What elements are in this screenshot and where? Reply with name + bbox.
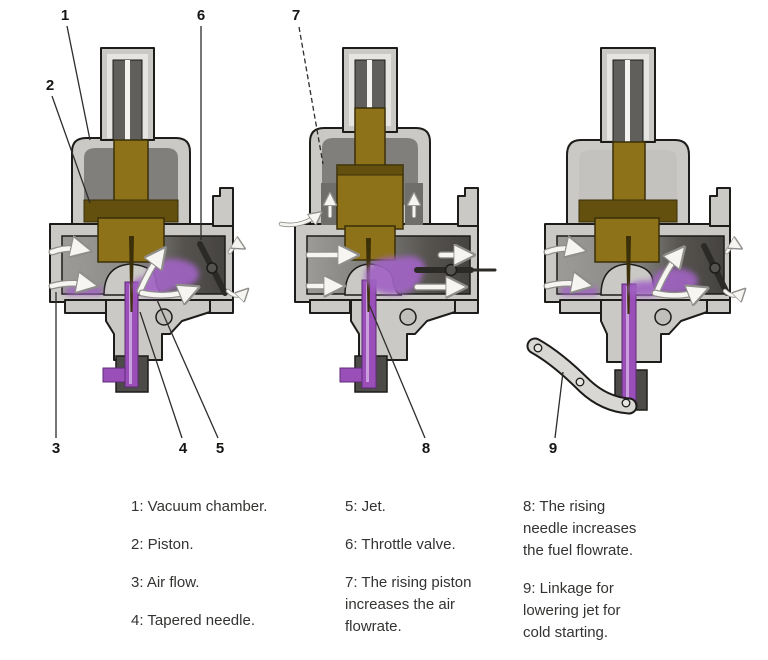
right-flange-hook [709,187,731,227]
piston [578,141,678,263]
callout-5: 5 [156,299,224,457]
piston-crown [336,164,404,176]
carburetor-diagram-piston-down: 1 2 6 3 4 5 [46,7,260,457]
damper-cap [100,47,155,141]
fuel-jet [102,281,139,388]
left-step [309,299,351,314]
lower-flange [105,299,211,361]
callout-5-number: 5 [216,440,224,457]
carburetor-diagram-choke-linkage: 9 [526,47,760,457]
legend-column-3: 8: The rising needle increases the fuel … [523,496,649,660]
right-flange-hook [212,187,234,227]
legend-column-2: 5: Jet. 6: Throttle valve. 7: The rising… [345,496,497,654]
tapered-needle [129,236,134,312]
lower-flange [350,299,456,361]
legend-item-tapered-needle: 4: Tapered needle. [131,612,255,629]
legend-item-air-flow: 3: Air flow. [131,574,200,591]
piston-raised [336,107,404,261]
lower-flange [600,299,708,363]
legend-item-jet: 5: Jet. [345,498,386,515]
callout-8: 8 [367,301,430,457]
carburetor-diagram-piston-raised: 7 8 [278,7,497,457]
left-step [559,299,603,314]
callout-4-number: 4 [179,440,188,457]
throttle-spindle [709,262,721,274]
legend-item-vacuum-chamber: 1: Vacuum chamber. [131,498,268,515]
fuel-feed-pipe [102,367,126,383]
callout-1-number: 1 [61,7,69,24]
legend-item-rising-needle: 8: The rising needle increases the fuel … [523,498,637,559]
legend-item-piston: 2: Piston. [131,536,194,553]
callout-6: 6 [197,7,205,240]
throttle-spindle [444,263,458,277]
callout-3-number: 3 [52,440,60,457]
fuel-feed-pipe [339,367,363,383]
lever-pivot-hole [621,398,631,408]
tapered-needle [626,236,631,314]
callout-7-number: 7 [292,7,300,24]
fuel-spray-cloud [365,256,425,295]
lever-pivot-hole [533,343,543,353]
callout-4: 4 [139,311,188,457]
damper-rod-highlight [367,60,372,110]
jet-highlight [129,284,132,384]
damper-cap [600,47,656,143]
legend-item-rising-piston: 7: The rising piston increases the air f… [345,574,472,635]
callout-7: 7 [292,7,324,165]
air-flow-arrows [543,246,743,296]
damper-rod-highlight [625,60,630,142]
callout-2-number: 2 [46,77,54,94]
choke-linkage-lever [526,337,638,415]
left-step [64,299,108,314]
jet-highlight [626,286,629,398]
lever-pivot-hole [575,377,585,387]
bolt-hole [654,308,672,326]
throttle-spindle [206,262,218,274]
callout-9: 9 [549,371,564,457]
legend-item-choke-linkage: 9: Linkage for lowering jet for cold sta… [523,580,621,641]
jet-highlight [366,282,369,382]
legend-item-throttle-valve: 6: Throttle valve. [345,536,456,553]
bolt-hole [399,308,417,326]
callout-9-number: 9 [549,440,557,457]
callout-3: 3 [52,292,60,457]
callout-2: 2 [46,77,91,204]
damper-rod-highlight [125,60,130,140]
right-flange-hook [457,187,479,227]
callout-8-number: 8 [422,440,430,457]
throttle-valve [701,243,730,296]
callout-1: 1 [61,7,91,141]
legend-column-1: 1: Vacuum chamber. 2: Piston. 3: Air flo… [131,496,311,648]
air-flow-arrows [48,246,246,296]
throttle-valve-open [414,263,497,277]
callout-6-number: 6 [197,7,205,24]
throttle-valve [197,241,228,296]
air-flow-arrows [278,196,469,287]
fuel-jet [339,279,377,389]
